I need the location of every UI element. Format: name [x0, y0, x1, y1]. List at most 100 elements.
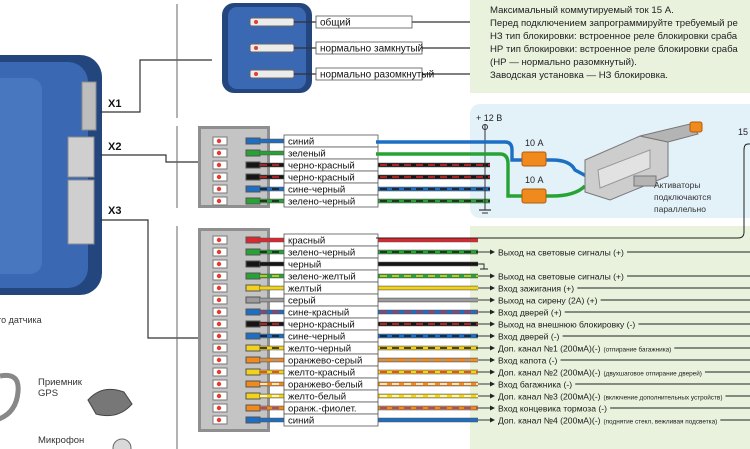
- control-unit: [0, 55, 102, 295]
- svg-text:синий: синий: [288, 137, 314, 148]
- svg-text:желто-белый: желто-белый: [288, 392, 346, 403]
- port-x1-label: X1: [108, 98, 121, 110]
- edge-number-label: 15: [738, 127, 748, 137]
- svg-text:черно-красный: черно-красный: [288, 173, 355, 184]
- actuator-section: + 12 В 10 А 10 А Активаторы подключаются…: [376, 113, 750, 239]
- svg-text:сине-черный: сине-черный: [288, 332, 345, 343]
- port-cables: [100, 59, 212, 339]
- svg-text:нормально замкнутый: нормально замкнутый: [320, 44, 423, 55]
- x3-wire: оранж.-фиолет. Вход концевика тормоза (-): [212, 401, 750, 415]
- relay-wires: общий нормально замкнутый нормально разомк…: [249, 15, 470, 81]
- x3-wire: оранжево-серый Вход капота (-): [212, 353, 750, 367]
- x3-wire: желто-красный Доп. канал №2 (200мА)(-)(дв…: [212, 365, 750, 379]
- svg-text:серый: серый: [288, 296, 316, 307]
- svg-text:оранжево-белый: оранжево-белый: [288, 380, 363, 391]
- relay-notes: Максимальный коммутируемый ток 15 А. Пер…: [490, 5, 738, 81]
- x3-wire: желто-черный Доп. канал №1 (200мА)(-)(отп…: [212, 341, 750, 355]
- svg-text:сине-красный: сине-красный: [288, 308, 349, 319]
- microphone-icon: [112, 438, 132, 449]
- x3-wire: красный: [212, 233, 478, 247]
- wire-color-label: черно-красный: [283, 158, 379, 172]
- svg-text:желтый: желтый: [288, 284, 322, 295]
- wire-color-label: оранж.-фиолет.: [283, 401, 379, 415]
- wire-color-label: желто-черный: [283, 341, 379, 355]
- x3-wire: синий Доп. канал №4 (200мА)(-)(поднятие с…: [212, 413, 750, 427]
- x2-wire: синий: [212, 134, 379, 148]
- x2-wire: черно-красный: [212, 170, 490, 184]
- wire-color-label: нормально разомкнутый: [315, 67, 434, 81]
- x3-wire: сине-черный Вход дверей (-): [212, 329, 750, 343]
- wire-color-label: желто-белый: [283, 389, 379, 403]
- wire-color-label: оранжево-серый: [283, 353, 379, 367]
- x3-wire-function: Доп. канал №3 (200мА)(-)(включение допол…: [498, 391, 722, 401]
- wire-color-label: красный: [283, 233, 379, 247]
- svg-text:зеленый: зеленый: [288, 149, 326, 160]
- relay-note-line: Максимальный коммутируемый ток 15 А.: [490, 5, 674, 16]
- accessories: Приемник GPS Микрофон: [0, 372, 133, 449]
- x3-wire: серый Выход на сирену (2А) (+): [212, 293, 750, 307]
- x3-wire-function: Доп. канал №1 (200мА)(-)(отпирание багаж…: [498, 343, 671, 353]
- x3-wire-function: Вход дверей (+): [498, 307, 562, 317]
- relay-note-line: Заводская установка — НЗ блокировка.: [490, 70, 668, 81]
- svg-text:нормально разомкнутый: нормально разомкнутый: [320, 70, 434, 81]
- x3-wire-function: Выход на световые сигналы (+): [498, 271, 624, 281]
- fuse-1: [521, 151, 547, 167]
- supply-voltage-label: + 12 В: [476, 113, 502, 123]
- wire-color-label: черно-красный: [283, 317, 379, 331]
- svg-text:черно-красный: черно-красный: [288, 320, 355, 331]
- x3-wire: черный: [212, 257, 488, 271]
- x3-wire-function: Доп. канал №2 (200мА)(-)(двухшаговое отп…: [498, 367, 702, 377]
- x3-wire-function: Доп. канал №4 (200мА)(-)(поднятие стекл,…: [498, 415, 717, 425]
- svg-text:сине-черный: сине-черный: [288, 185, 345, 196]
- wire-color-label: зелено-черный: [283, 245, 379, 259]
- x3-wire-function: Выход на сирену (2А) (+): [498, 295, 598, 305]
- wire-color-label: черный: [283, 257, 379, 271]
- wire-color-label: сине-черный: [283, 329, 379, 343]
- x3-wire: черно-красный Выход на внешнюю блокировку…: [212, 317, 750, 331]
- svg-text:зелено-желтый: зелено-желтый: [288, 272, 356, 283]
- x3-wire-function: Выход на внешнюю блокировку (-): [498, 319, 635, 329]
- wire-color-label: желтый: [283, 281, 379, 295]
- x3-wire-function: Вход багажника (-): [498, 379, 572, 389]
- svg-text:желто-красный: желто-красный: [288, 368, 355, 379]
- wire-color-label: серый: [283, 293, 379, 307]
- x2-wire: сине-черный: [212, 182, 490, 196]
- fuse-2-label: 10 А: [525, 175, 544, 185]
- wire-color-label: зелено-черный: [283, 194, 379, 208]
- x3-connector: [198, 228, 270, 432]
- x3-wire-function: Вход концевика тормоза (-): [498, 403, 607, 413]
- wire-color-label: нормально замкнутый: [315, 41, 423, 55]
- wire-color-label: сине-черный: [283, 182, 379, 196]
- wire-color-label: оранжево-белый: [283, 377, 379, 391]
- x3-wire-function: Вход капота (-): [498, 355, 558, 365]
- gps-label: GPS: [38, 388, 58, 399]
- wire-color-label: зелено-желтый: [283, 269, 379, 283]
- actuator-caption: параллельно: [654, 204, 706, 214]
- wire-color-label: желто-красный: [283, 365, 379, 379]
- svg-text:общий: общий: [320, 17, 351, 29]
- x3-descriptions-panel: [470, 226, 750, 449]
- gps-label: Приемник: [38, 377, 83, 388]
- relay-note-line: (НР — нормально разомкнутый).: [490, 57, 637, 68]
- fuse-wire-1: [376, 140, 591, 180]
- relay-notes-panel: [470, 0, 750, 93]
- svg-text:желто-черный: желто-черный: [288, 344, 351, 355]
- microphone-label: Микрофон: [38, 435, 84, 446]
- wire-color-label: синий: [283, 134, 379, 148]
- wire-color-label: общий: [315, 15, 413, 29]
- port-x2-label: X2: [108, 141, 121, 153]
- svg-text:черный: черный: [288, 260, 321, 271]
- fuse-wire-2: [376, 152, 587, 198]
- actuator-caption: Активаторы: [654, 180, 700, 190]
- x3-wire-function: Вход дверей (-): [498, 331, 560, 341]
- svg-text:оранж.-фиолет.: оранж.-фиолет.: [288, 404, 357, 415]
- x2-wires: синийзеленыйчерно-красныйчерно-красныйси…: [212, 134, 490, 208]
- actuator-caption: подключаются: [654, 192, 711, 202]
- wire-color-label: синий: [283, 413, 379, 427]
- svg-text:зелено-черный: зелено-черный: [288, 197, 355, 208]
- port-x3-label: X3: [108, 205, 121, 217]
- relay-note-line: НЗ тип блокировки: встроенное реле блоки…: [490, 31, 738, 42]
